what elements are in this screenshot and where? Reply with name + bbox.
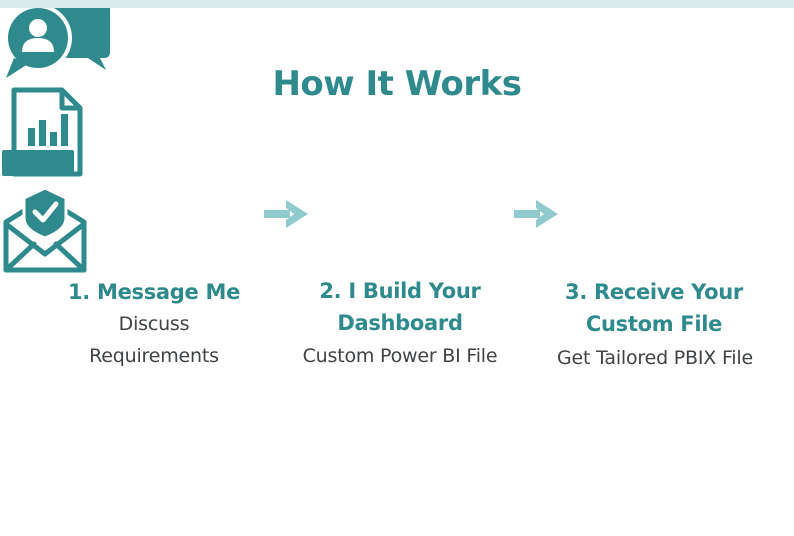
pbix-file-icon bbox=[2, 87, 83, 177]
page-title: How It Works bbox=[272, 64, 522, 104]
step-1-desc-line-2: Requirements bbox=[89, 345, 219, 367]
step-2-title-line-1: 2. I Build Your bbox=[319, 279, 481, 303]
step-2-title-line-2: Dashboard bbox=[337, 311, 463, 335]
step-3: 3. Receive Your Custom File Get Tailored… bbox=[0, 184, 794, 369]
top-strip bbox=[0, 0, 794, 8]
arrow-right-icon bbox=[514, 200, 558, 228]
step-2-desc: Custom Power BI File bbox=[302, 345, 498, 367]
step-3-desc: Get Tailored PBIX File bbox=[557, 347, 753, 369]
pbix-label: PBIX bbox=[367, 230, 417, 251]
envelope-check-icon bbox=[3, 186, 87, 273]
step-1: 1. Message Me Discuss Requirements bbox=[0, 0, 794, 367]
step-3-title-line-1: 3. Receive Your bbox=[565, 280, 743, 304]
step-1-title: 1. Message Me bbox=[67, 280, 241, 304]
step-3-title-line-2: Custom File bbox=[585, 312, 723, 336]
arrow-right-icon bbox=[264, 200, 308, 228]
step-2: PBIX 2. I Build Your Dashboard Custom Po… bbox=[0, 84, 794, 367]
step-1-desc-line-1: Discuss bbox=[118, 313, 190, 335]
chat-bubbles-user-icon bbox=[4, 4, 110, 78]
